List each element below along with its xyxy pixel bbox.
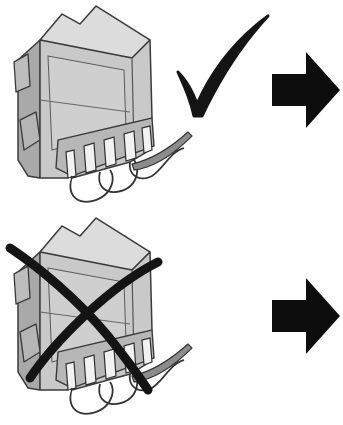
x-mark-icon bbox=[5, 243, 163, 395]
row-incorrect bbox=[5, 216, 340, 420]
checkmark-icon bbox=[176, 14, 270, 118]
ink-cartridge-icon bbox=[12, 4, 194, 208]
ink-cartridge-icon bbox=[12, 216, 194, 420]
right-arrow-icon bbox=[272, 52, 340, 128]
right-arrow-icon bbox=[272, 278, 340, 354]
row-correct bbox=[12, 4, 340, 208]
